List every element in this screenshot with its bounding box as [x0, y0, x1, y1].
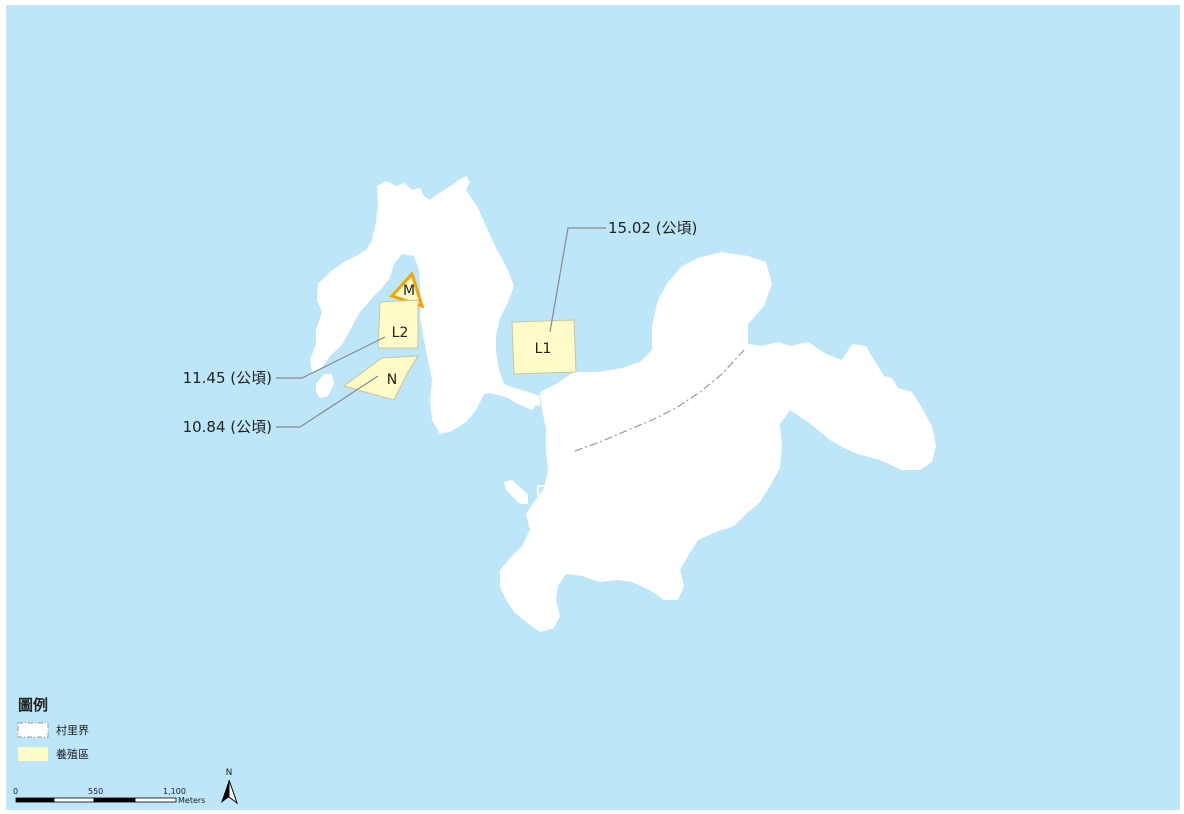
scale-bar: 0 550 1,100 Meters: [13, 787, 205, 805]
scale-label-1100: 1,100: [163, 787, 186, 796]
legend-label-boundary: 村里界: [56, 723, 89, 737]
scale-label-0: 0: [13, 787, 18, 796]
aquaculture-zone-l2[interactable]: [377, 299, 419, 349]
legend-swatch-boundary: [17, 722, 49, 738]
zone-label-l1: L1: [535, 341, 552, 357]
north-label: N: [226, 768, 233, 778]
west-islet: [316, 374, 334, 398]
zone-label-n: N: [387, 372, 397, 388]
scale-unit: Meters: [178, 796, 205, 805]
legend-title: 圖例: [18, 696, 48, 714]
pier: [504, 480, 528, 504]
area-label-n: 10.84 (公頃): [183, 418, 272, 436]
aquaculture-zone-n[interactable]: [342, 355, 419, 401]
scale-label-550: 550: [88, 787, 103, 796]
area-label-l1: 15.02 (公頃): [608, 219, 697, 237]
leader-line-n: [276, 375, 379, 428]
pier-dock: [537, 485, 551, 496]
zone-label-l2: L2: [392, 325, 409, 341]
aquaculture-zone-l1[interactable]: [511, 319, 577, 375]
west-island: [310, 176, 540, 434]
area-label-l2: 11.45 (公頃): [183, 369, 272, 387]
village-boundary: [571, 349, 745, 453]
north-arrow-icon: N: [221, 768, 239, 805]
causeway: [484, 382, 540, 406]
leader-line-l1: [549, 227, 606, 333]
east-island: [500, 252, 936, 632]
zone-label-m: M: [403, 283, 415, 299]
legend-label-aquaculture: 養殖區: [56, 747, 89, 761]
legend: 圖例 村里界 養殖區: [17, 696, 89, 761]
legend-swatch-aquaculture: [18, 747, 48, 761]
leader-line-l2: [276, 336, 386, 379]
